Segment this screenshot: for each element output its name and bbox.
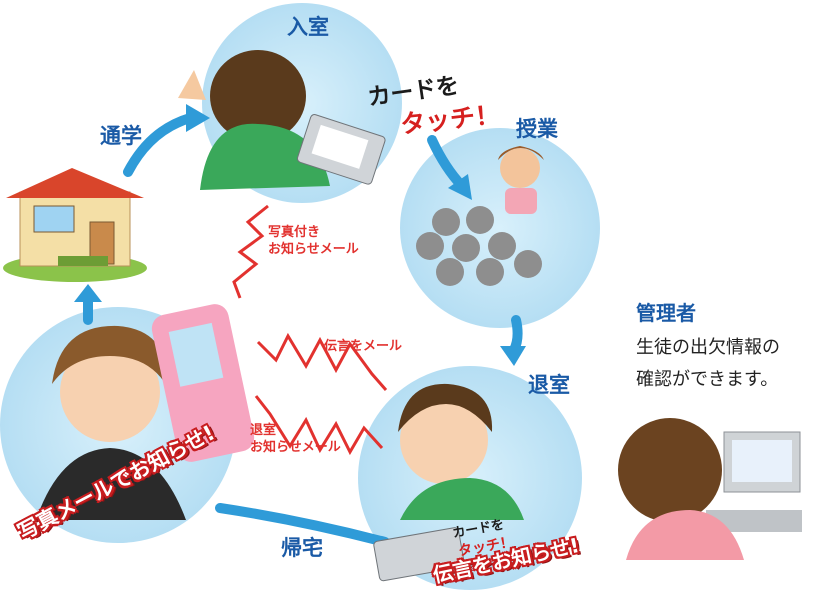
- mail-zigzag-exit: [254, 395, 384, 456]
- exit-mail-line2: お知らせメール: [250, 440, 341, 455]
- stage-exit-label: 退室: [528, 373, 570, 397]
- house-illustration: [3, 168, 147, 282]
- arrow-commute-head: [186, 104, 210, 132]
- admin-illustration: [618, 418, 802, 560]
- exit-mail-label: 退室 お知らせメール: [250, 422, 341, 456]
- photo-mail-label: 写真付き お知らせメール: [268, 224, 359, 258]
- admin-title: 管理者: [636, 301, 696, 325]
- arrow-to-house-head: [74, 284, 102, 302]
- lesson-circle: [400, 128, 600, 328]
- mail-zigzag-photo: [232, 204, 269, 299]
- exit-mail-line1: 退室: [250, 423, 277, 438]
- stage-enter-label: 入室: [287, 15, 329, 39]
- mail-zigzag-message: [256, 332, 388, 391]
- arrow-home: [215, 503, 390, 547]
- arrow-commute: [123, 113, 195, 177]
- photo-mail-line2: お知らせメール: [268, 242, 359, 257]
- stage-lesson-label: 授業: [516, 117, 558, 141]
- stage-commute-label: 通学: [100, 124, 142, 148]
- arrow-to-exit-head: [500, 346, 526, 366]
- exit-student-illustration: [373, 383, 524, 582]
- arrow-to-exit: [509, 315, 523, 355]
- admin-desc-line2: 確認ができます。: [636, 369, 779, 390]
- arrow-to-lesson-head: [448, 174, 472, 200]
- parent-illustration: [36, 304, 255, 520]
- lesson-illustration: [416, 146, 544, 286]
- admin-description: 生徒の出欠情報の 確認ができます。: [636, 332, 780, 396]
- photo-mail-line1: 写真付き: [268, 225, 321, 240]
- message-mail-label: 伝言をメール: [324, 339, 403, 354]
- admin-desc-line1: 生徒の出欠情報の: [636, 337, 780, 358]
- stage-home-label: 帰宅: [281, 536, 323, 560]
- enter-student-illustration: [178, 50, 386, 190]
